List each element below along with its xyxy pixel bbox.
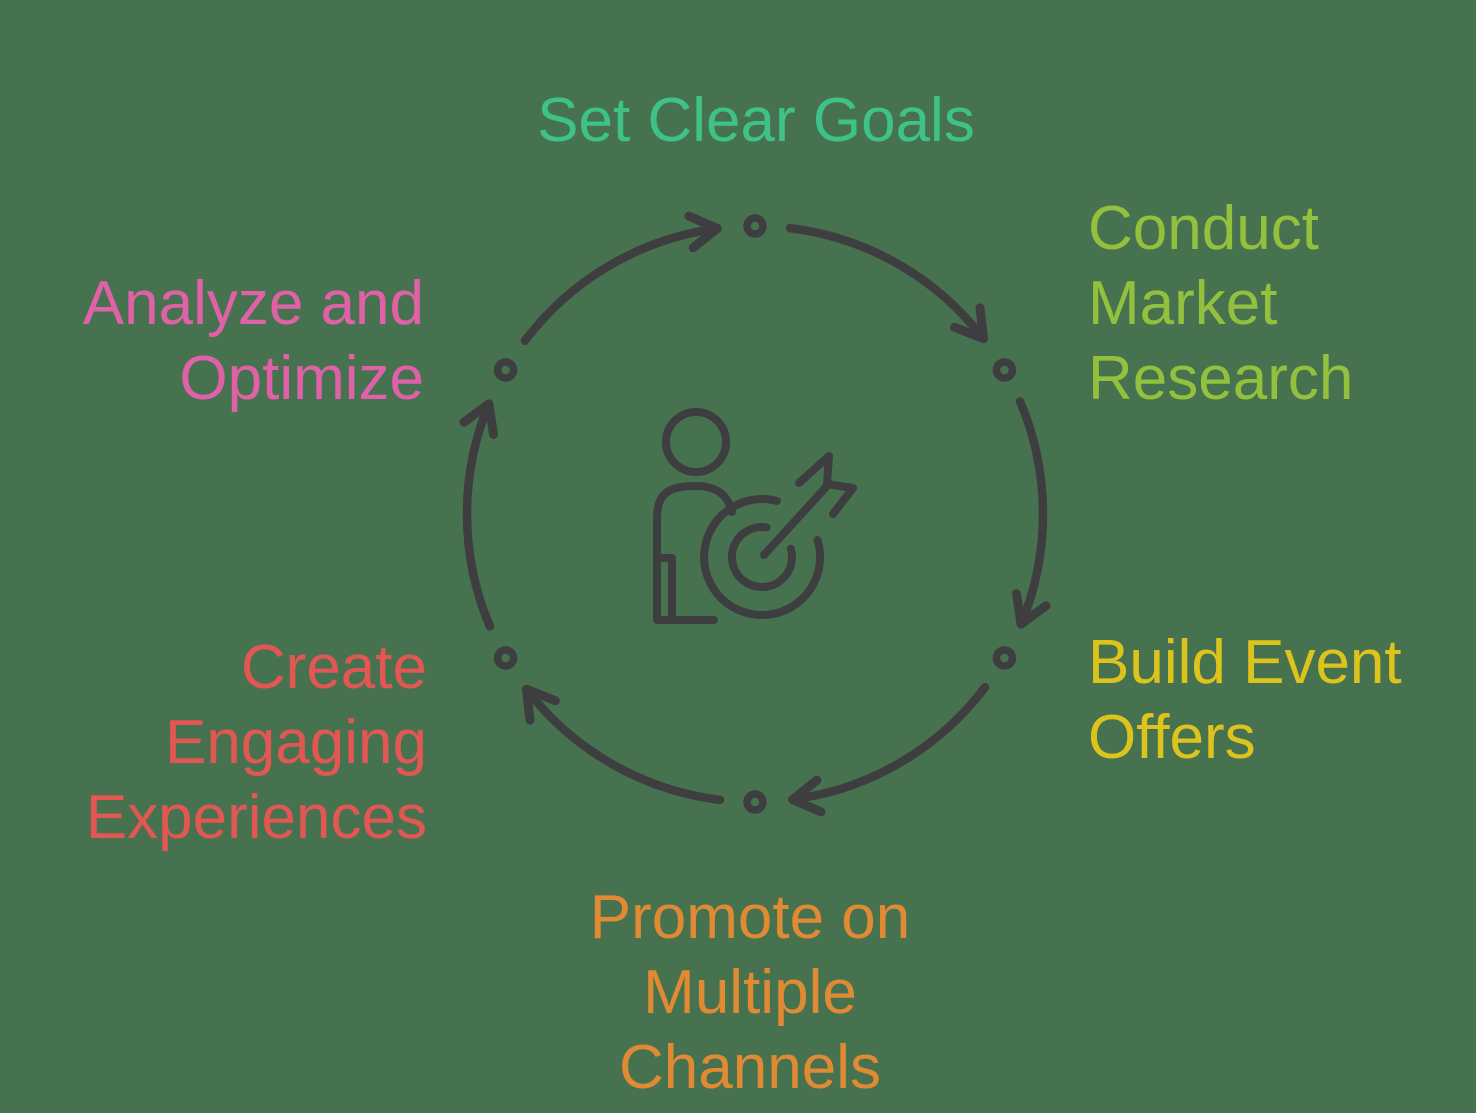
arrowhead-icon [788, 775, 826, 817]
dart-fletching [795, 452, 857, 518]
cycle-ring [459, 211, 1051, 817]
cycle-arc [785, 223, 988, 343]
cycle-arc [1015, 397, 1048, 629]
cycle-arc [462, 399, 495, 631]
step-label-conduct-market-research: Conduct Market Research [1088, 194, 1354, 413]
arrowhead-icon [684, 211, 722, 253]
step-label-analyze-and-optimize: Analyze and Optimize [82, 269, 424, 413]
person-target-icon [653, 408, 857, 624]
person-head [662, 408, 730, 476]
cycle-node [992, 646, 1017, 670]
dart-shaft [760, 483, 830, 559]
step-label-set-clear-goals: Set Clear Goals [537, 86, 975, 155]
cycle-node [493, 358, 518, 382]
arrowhead-icon [1012, 589, 1051, 629]
step-label-build-event-offers: Build Event Offers [1088, 628, 1402, 772]
target-inner-ring [728, 523, 796, 592]
person-body [653, 482, 736, 624]
step-label-create-engaging-experiences: Create Engaging Experiences [85, 633, 427, 852]
step-label-promote-on-multiple-channels: Promote on Multiple Channels [589, 883, 911, 1102]
cycle-arc [788, 683, 990, 804]
cycle-node [743, 790, 767, 814]
cycle-arc [520, 224, 722, 345]
cycle-node [992, 358, 1017, 382]
cycle-node [743, 214, 767, 238]
arrowhead-icon [950, 303, 988, 344]
arrowhead-icon [459, 399, 498, 439]
person-arm [653, 554, 676, 624]
arrowhead-icon [522, 684, 560, 725]
cycle-arc [522, 685, 725, 805]
target-outer-ring [700, 495, 825, 619]
cycle-node [493, 646, 518, 670]
